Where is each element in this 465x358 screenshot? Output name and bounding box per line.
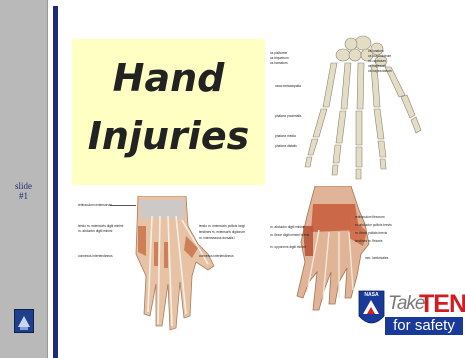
leader-line	[110, 205, 136, 206]
label-interosseous-dorsalis: m. interosseous dorsalis I	[199, 236, 235, 240]
label-tendo-ext-pollicis-longi: tendo m. extensoris pollicis longi	[199, 224, 245, 228]
label-palmar-abductor-digiti-minimi: m. abductor digiti minimi	[270, 225, 304, 229]
label-abductor-pollicis-brevis: m. abductor pollicis brevis	[355, 223, 392, 227]
label-tendo-ext-digiti-minimi: tendo m. extensoris digiti minimi	[78, 224, 123, 228]
label-phalanx-distalis: phalanx distalis	[275, 144, 297, 148]
nasa-logo: NASA	[358, 290, 385, 330]
take-ten-ten-text: TEN	[419, 290, 465, 319]
label-os-trapezoideum: os trapezoideum	[368, 69, 392, 73]
label-os-hamatum: os hamatum	[270, 61, 288, 65]
nasa-logo-text: NASA	[358, 292, 385, 298]
title-line-1: Hand	[72, 49, 265, 107]
slide-label: slide	[0, 181, 47, 191]
label-phalanx-media: phalanx media	[275, 134, 296, 138]
label-connexus-right: connexus intertendineus	[199, 254, 234, 258]
dorsal-hand-icon	[68, 196, 253, 346]
label-retinaculum-flexorum: retinaculum flexorum	[355, 215, 385, 219]
label-phalanx-proximalis: phalanx proximalis	[275, 114, 301, 118]
label-retinaculum-extensorum: retinaculum extensorum	[78, 203, 112, 207]
label-os-pisiforme: os pisiforme	[270, 51, 287, 55]
label-os-scaphoideum: os scaphoideum	[368, 54, 391, 58]
label-palmar-opponens-digiti-minimi: m. opponens digiti minimi	[270, 245, 306, 249]
label-connexus-left: connexus intertendineus	[78, 254, 113, 258]
label-ossa-metacarpalia: ossa metacarpalia	[275, 84, 301, 88]
label-tendines-flexoris: tendines m. flexoris	[355, 239, 382, 243]
sidebar-logo-icon	[14, 309, 34, 333]
hand-skeleton-illustration: os lunatum os scaphoideum os pisiforme o…	[255, 35, 460, 190]
take-ten-logo: Take TEN for safety	[385, 290, 465, 340]
take-ten-tagline: for safety	[385, 316, 463, 336]
slide-number: slide #1	[0, 181, 47, 201]
label-os-capitatum: os capitatum	[368, 59, 386, 63]
label-os-trapezium: os trapezium	[368, 64, 386, 68]
title-line-2: Injuries	[72, 107, 265, 165]
label-tendines-ext-digitorum: tendines m. extensoris digitorum	[199, 230, 245, 234]
slide-title: Hand Injuries	[72, 49, 265, 165]
slide-divider-bar	[53, 6, 58, 358]
dorsal-hand-illustration: retinaculum extensorum tendo m. extensor…	[68, 196, 253, 346]
label-flexor-pollicis-brevis: m. flexor pollicis brevis	[355, 231, 387, 235]
label-os-triquetrum: os triquetrum	[270, 56, 289, 60]
label-palmar-flexor-digiti-minimi: m. flexor digiti minimi brevis	[270, 233, 309, 237]
slide-index: #1	[0, 191, 47, 201]
slide-sidebar: slide #1	[0, 0, 48, 358]
label-os-lunatum: os lunatum	[368, 49, 384, 53]
label-lumbricales: mm. lumbricales	[365, 256, 388, 260]
label-abductor-digiti-minimi: m. abductor digiti minimi	[78, 229, 112, 233]
title-box: Hand Injuries	[72, 39, 265, 185]
